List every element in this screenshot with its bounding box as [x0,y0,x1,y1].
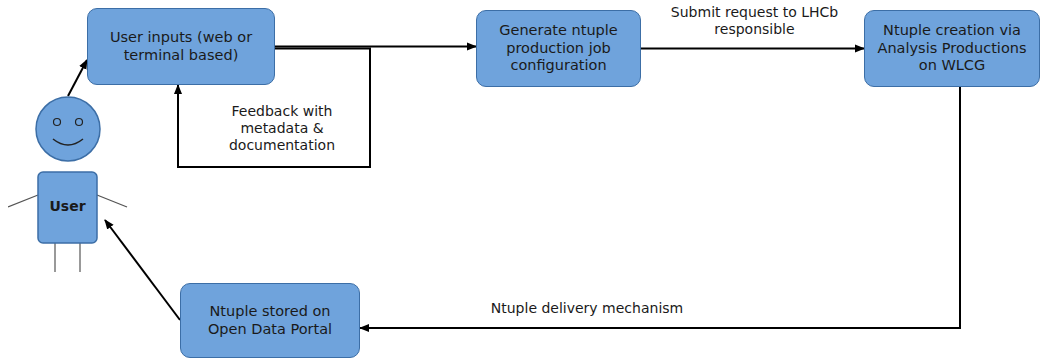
edge-label: Feedback with metadata & documentation [205,103,359,153]
flow-arrow [68,60,87,96]
flow-arrow [105,220,180,320]
flow-arrow [275,46,476,48]
process-box: Ntuple creation via Analysis Productions… [864,10,1040,87]
stick-figure [8,95,128,273]
user-figure: User [8,95,128,273]
edge-label: Ntuple delivery mechanism [455,300,719,317]
box-text: Generate ntuple production job configura… [485,22,632,74]
box-text: User inputs (web or terminal based) [96,29,266,64]
process-box: Ntuple stored on Open Data Portal [180,283,360,358]
flow-arrow [360,87,960,328]
flow-arrow [641,48,864,50]
box-text: Ntuple stored on Open Data Portal [189,303,351,338]
edge-label: Submit request to LHCb responsible [650,4,859,38]
user-label: User [38,198,97,214]
box-text: Ntuple creation via Analysis Productions… [873,22,1031,74]
process-box: User inputs (web or terminal based) [87,8,275,85]
process-box: Generate ntuple production job configura… [476,10,641,87]
